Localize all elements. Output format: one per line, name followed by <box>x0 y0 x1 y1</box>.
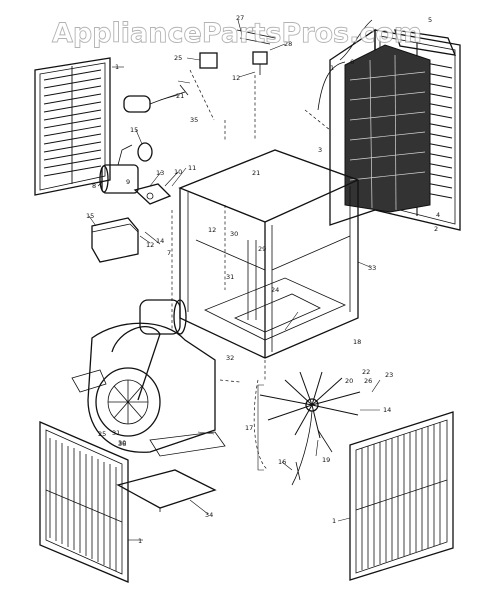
callout-31: 31 <box>226 273 234 281</box>
callout-10: 10 <box>174 168 182 176</box>
callout-4: 4 <box>436 211 440 219</box>
callout-1: 1 <box>332 517 336 525</box>
assembly-guide-lines <box>171 69 331 471</box>
callout-35: 35 <box>190 116 198 124</box>
callout-13: 13 <box>156 169 164 177</box>
callout-12: 12 <box>232 74 240 82</box>
callout-20: 20 <box>345 377 353 385</box>
callout-2: 2 <box>434 225 438 233</box>
callout-9: 9 <box>126 178 130 186</box>
callout-15: 15 <box>86 212 94 220</box>
callout-33: 33 <box>368 264 376 272</box>
callout-29: 29 <box>258 245 266 253</box>
callout-5: 5 <box>428 16 432 24</box>
callout-31: 31 <box>112 429 120 437</box>
side-panel-lower-right <box>349 411 454 581</box>
callout-21: 21 <box>176 92 184 100</box>
watermark-text: AppliancePartsPros.com <box>52 18 422 49</box>
water-distributor-spider <box>259 371 361 486</box>
callout-12: 12 <box>146 241 154 249</box>
callout-1: 1 <box>115 63 119 71</box>
callout-6: 6 <box>350 58 354 66</box>
callout-27: 27 <box>236 14 244 22</box>
blower-assembly <box>71 299 226 457</box>
callout-32: 32 <box>226 354 234 362</box>
callout-25: 25 <box>98 430 106 438</box>
callout-8: 8 <box>92 182 96 190</box>
side-panel-upper-left <box>34 57 111 196</box>
callout-15: 15 <box>130 126 138 134</box>
callout-28: 28 <box>284 40 292 48</box>
callout-30: 30 <box>118 439 126 447</box>
callout-1: 1 <box>138 537 142 545</box>
callout-25: 25 <box>174 54 182 62</box>
callout-17: 17 <box>245 424 253 432</box>
callout-leader-lines <box>88 19 381 541</box>
callout-36: 36 <box>118 440 126 448</box>
callout-12: 12 <box>208 226 216 234</box>
callout-14: 14 <box>156 237 164 245</box>
pump-and-switch-parts <box>91 29 276 263</box>
callout-11: 11 <box>188 164 196 172</box>
callout-3: 3 <box>318 146 322 154</box>
callout-24: 24 <box>271 286 279 294</box>
pad-frame-assembly-upper-right <box>317 19 461 231</box>
base-plate <box>116 469 217 512</box>
callout-labels: 1 1 1 1 2 3 4 5 6 7 8 9 10 11 12 12 12 1… <box>86 14 440 545</box>
callout-22: 22 <box>362 368 370 376</box>
callout-21: 21 <box>252 169 260 177</box>
callout-1: 1 <box>330 64 334 72</box>
callout-26: 26 <box>364 377 372 385</box>
callout-30: 30 <box>230 230 238 238</box>
callout-34: 34 <box>205 511 213 519</box>
callout-16: 16 <box>278 458 286 466</box>
cabinet-frame <box>178 149 360 359</box>
callout-19: 19 <box>322 456 330 464</box>
callout-23: 23 <box>385 371 393 379</box>
side-panel-lower-left <box>39 421 129 583</box>
callout-14: 14 <box>383 406 391 414</box>
callout-7: 7 <box>167 249 171 257</box>
callout-18: 18 <box>353 338 361 346</box>
